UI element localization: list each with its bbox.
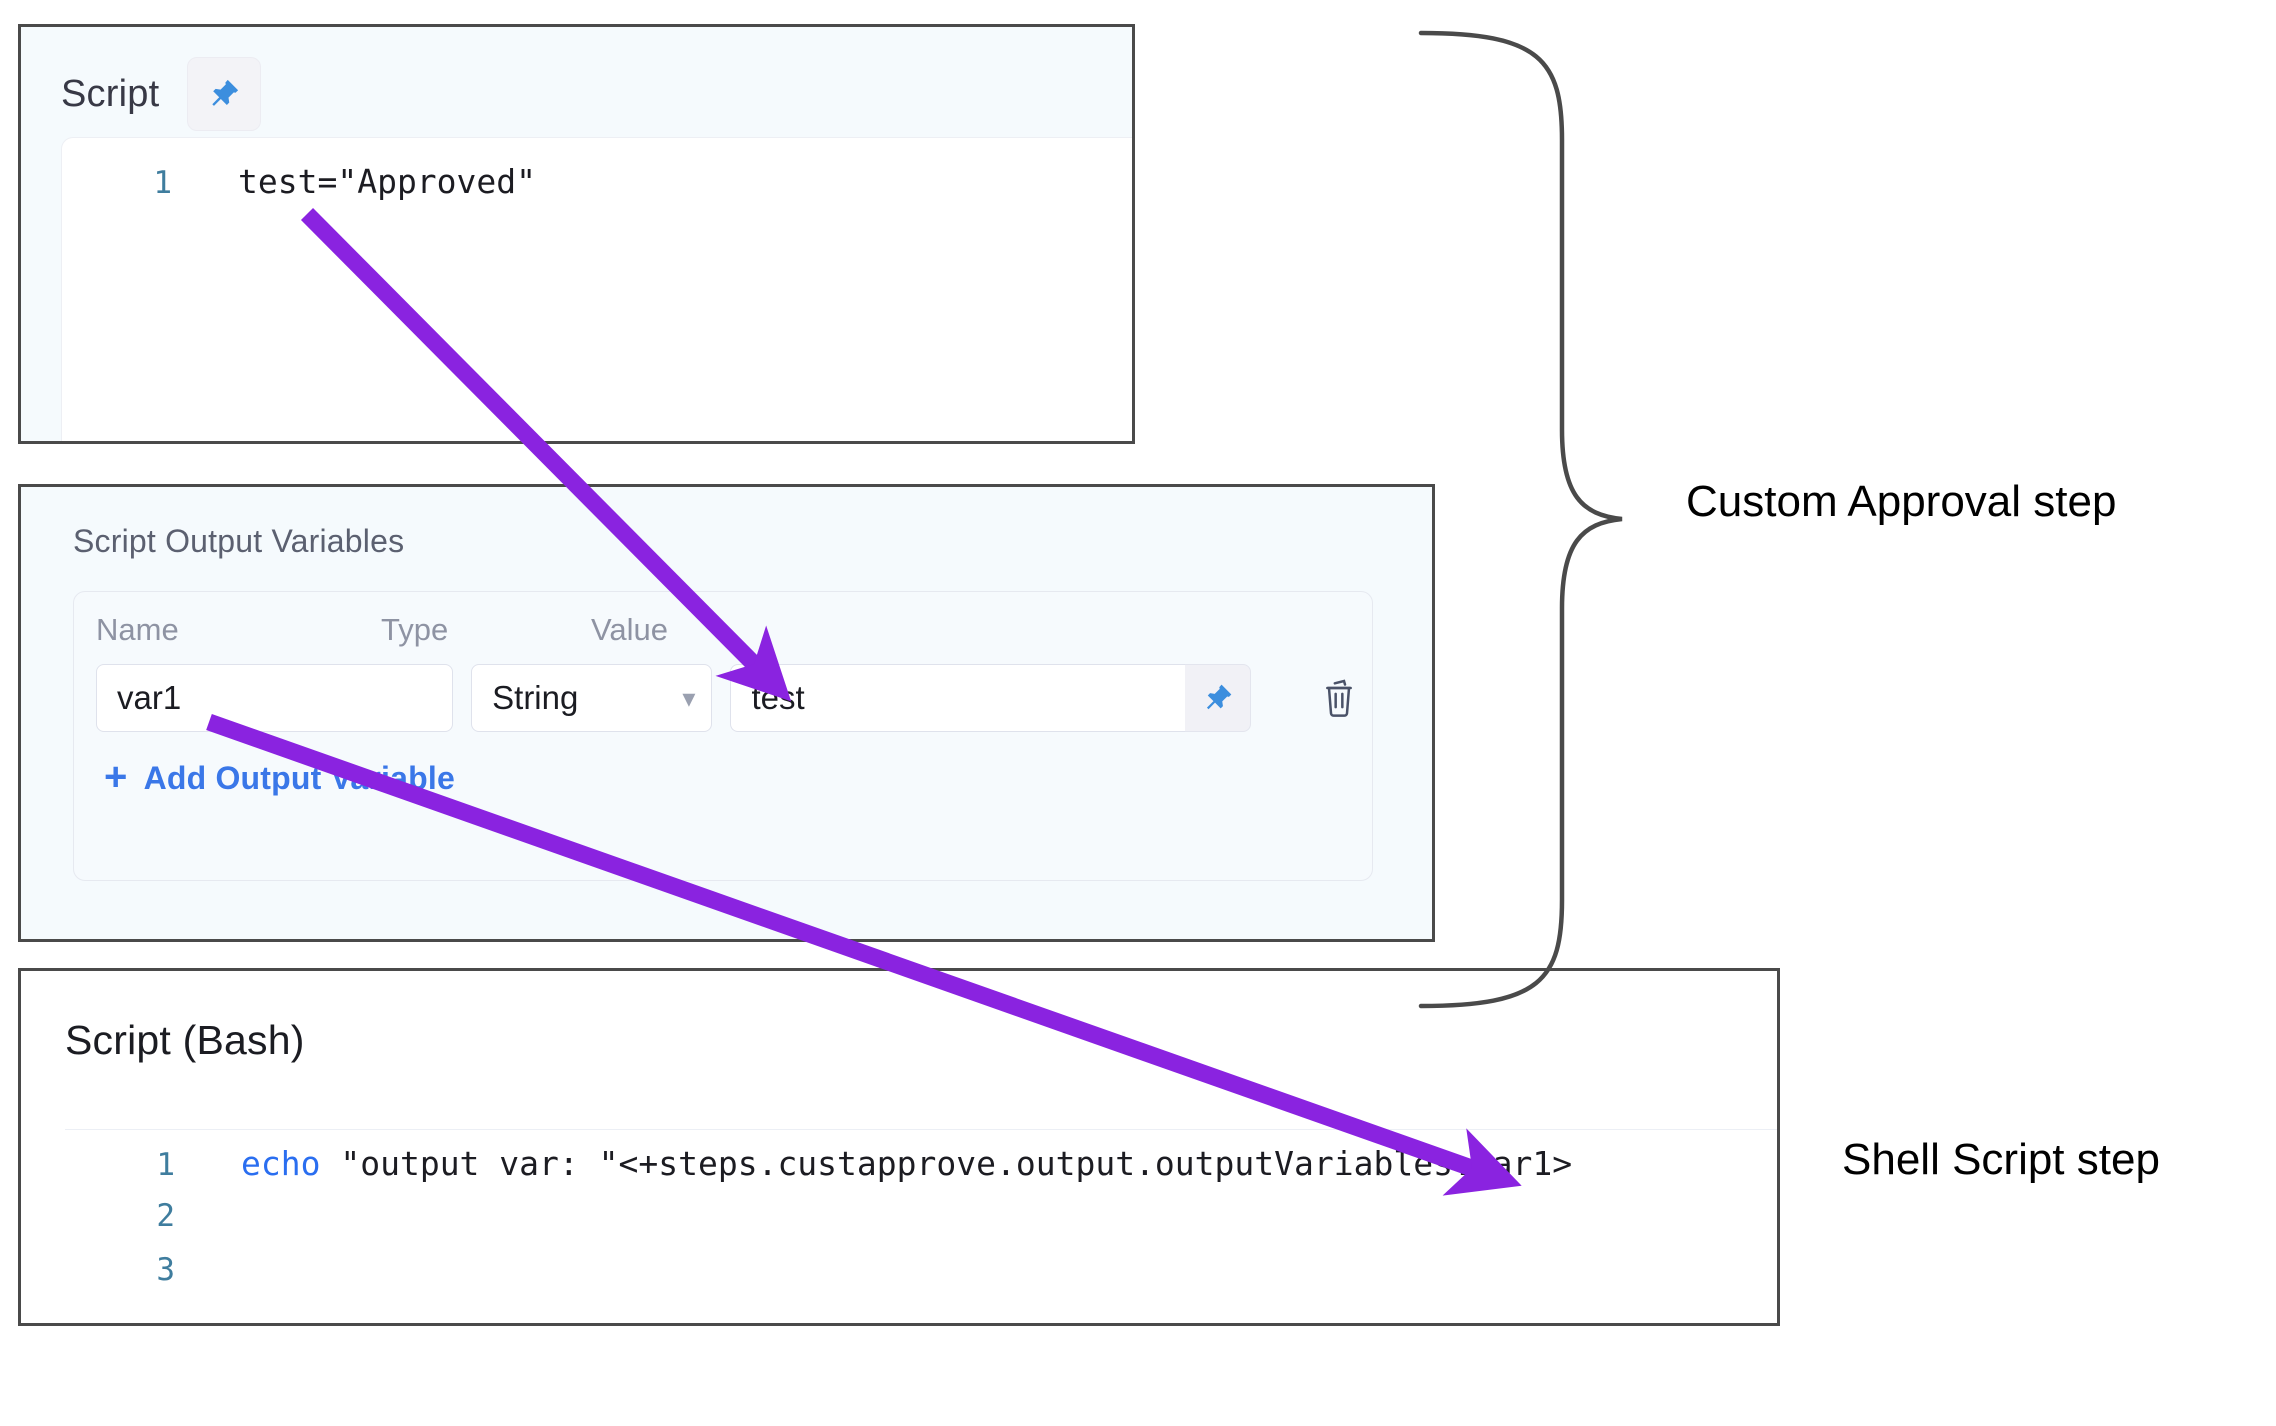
script-panel: Script 1 test="Approved" <box>18 24 1135 444</box>
curly-brace-icon <box>1418 30 1623 1009</box>
variable-value-input[interactable]: test <box>730 664 1186 732</box>
variable-type-value: String <box>492 679 579 716</box>
output-variables-title: Script Output Variables <box>73 523 405 559</box>
delete-variable-button[interactable] <box>1305 662 1372 734</box>
code-line: 3 <box>65 1252 1777 1306</box>
column-header-type: Type <box>381 612 449 647</box>
variable-name-value: var1 <box>117 679 182 716</box>
bash-code-editor[interactable]: 1 echo "output var: "<+steps.custapprove… <box>65 1129 1777 1323</box>
pin-icon-button[interactable] <box>187 57 262 131</box>
pin-icon <box>212 79 239 106</box>
bash-script-title: Script (Bash) <box>65 1017 305 1063</box>
table-row: var1 String ▾ test <box>74 648 1372 734</box>
variable-value-group: test <box>730 664 1252 732</box>
column-headers: Name Type Value <box>74 592 1372 648</box>
line-number: 1 <box>153 165 172 201</box>
code-line: 1 test="Approved" <box>62 162 1132 216</box>
add-output-variable-button[interactable]: + Add Output Variable <box>74 734 1372 797</box>
variable-value-text: test <box>751 679 805 716</box>
column-header-name: Name <box>96 612 179 647</box>
code-text: test="Approved" <box>238 162 537 201</box>
line-number: 3 <box>156 1252 175 1288</box>
plus-icon: + <box>104 754 128 799</box>
variable-type-select[interactable]: String ▾ <box>471 664 713 732</box>
pin-icon <box>1206 684 1232 710</box>
script-panel-header: Script <box>21 27 1132 137</box>
code-line: 1 echo "output var: "<+steps.custapprove… <box>65 1144 1777 1198</box>
code-line: 2 <box>65 1198 1777 1252</box>
bash-script-panel: Script (Bash) 1 echo "output var: "<+ste… <box>18 968 1780 1326</box>
line-number: 1 <box>156 1147 175 1183</box>
script-code-editor[interactable]: 1 test="Approved" <box>61 137 1132 441</box>
custom-approval-step-label: Custom Approval step <box>1686 477 2117 526</box>
column-header-value: Value <box>591 612 668 647</box>
script-output-variables-panel: Script Output Variables Name Type Value … <box>18 484 1435 942</box>
line-number: 2 <box>156 1198 175 1234</box>
code-keyword: echo <box>241 1144 321 1183</box>
code-rest: "output var: "<+steps.custapprove.output… <box>320 1144 1573 1183</box>
chevron-down-icon: ▾ <box>682 683 696 713</box>
trash-icon <box>1325 679 1352 717</box>
shell-script-step-label: Shell Script step <box>1842 1135 2160 1184</box>
variable-name-input[interactable]: var1 <box>96 664 454 732</box>
script-panel-title: Script <box>61 72 160 115</box>
output-variables-card: Name Type Value var1 String ▾ test <box>73 591 1373 881</box>
pin-icon-button-row[interactable] <box>1185 664 1252 732</box>
code-text: echo "output var: "<+steps.custapprove.o… <box>175 1144 1572 1183</box>
add-output-variable-label: Add Output Variable <box>143 760 455 796</box>
